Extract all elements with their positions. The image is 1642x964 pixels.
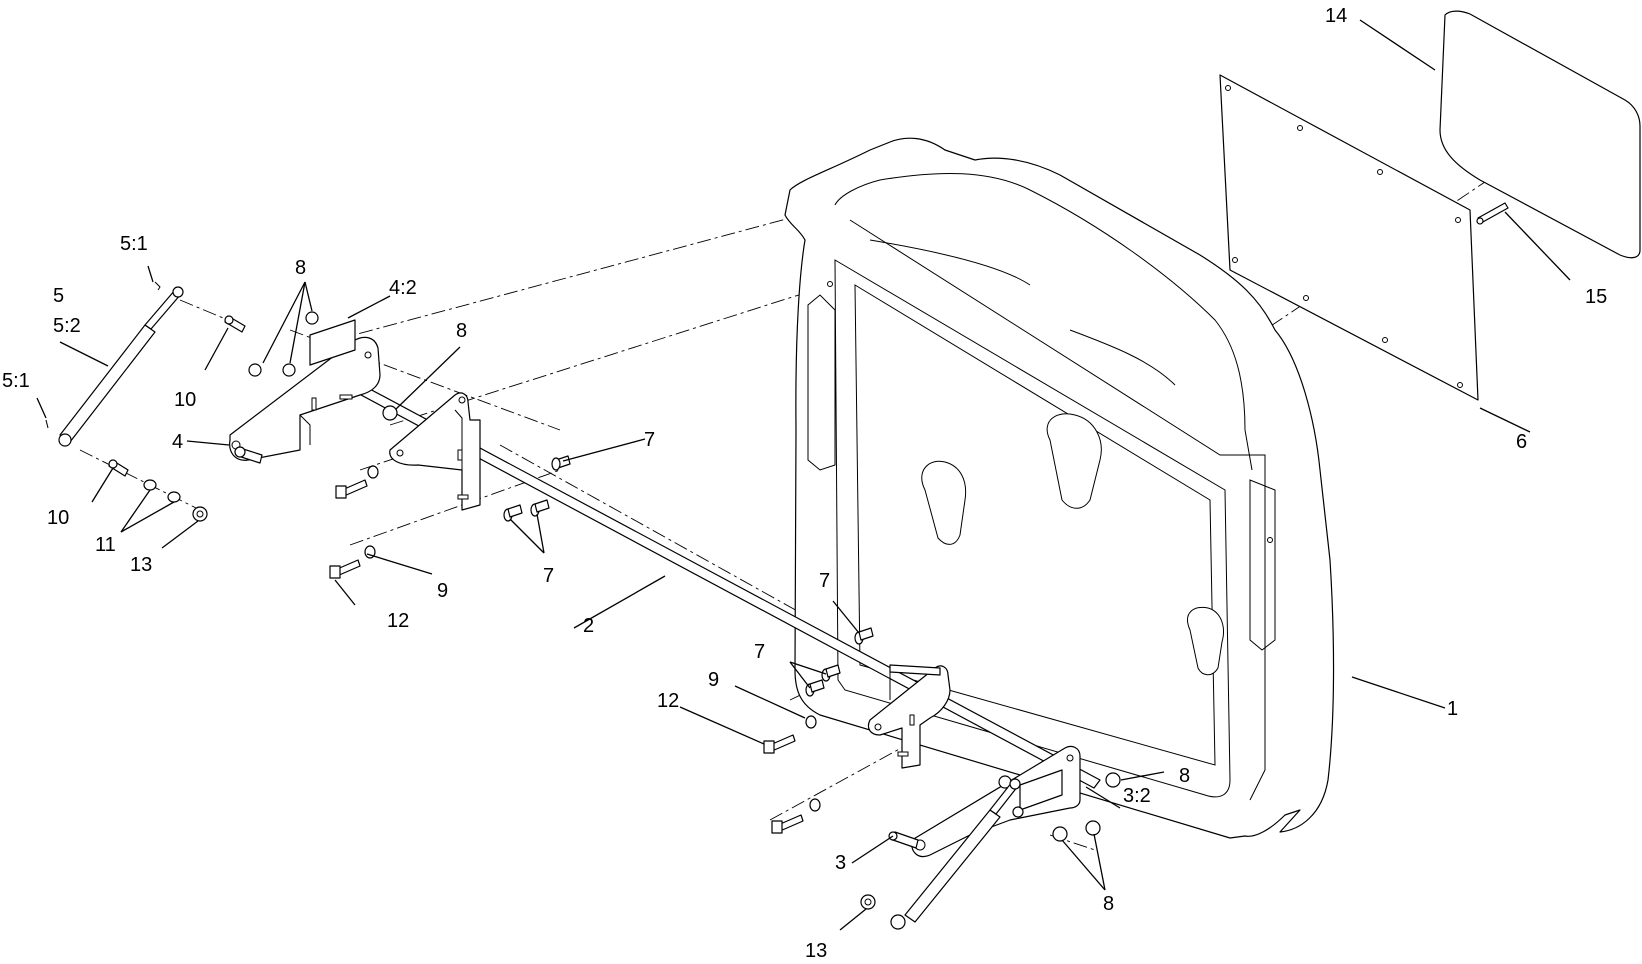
label-5-1-top: 5:1 xyxy=(120,233,148,255)
label-2: 2 xyxy=(583,615,594,637)
label-7-d: 7 xyxy=(754,641,765,663)
label-5: 5 xyxy=(53,285,64,307)
label-10-b: 10 xyxy=(47,507,69,529)
gas-spring-right xyxy=(890,778,1021,930)
left-mount-plate xyxy=(389,392,481,511)
callout-labels: 1 2 3 3:2 4 4:2 5 5:1 5:2 5:1 6 7 7 7 7 … xyxy=(2,5,1607,962)
label-8-a: 8 xyxy=(295,257,306,279)
label-15: 15 xyxy=(1585,286,1607,308)
hardware-fasteners xyxy=(108,311,1121,910)
label-3-2: 3:2 xyxy=(1123,785,1151,807)
pin-part-15 xyxy=(1476,202,1509,225)
label-4: 4 xyxy=(172,431,183,453)
right-mount-plate xyxy=(867,664,951,769)
gas-spring-left-part-5 xyxy=(45,281,184,447)
label-8-c: 8 xyxy=(1179,765,1190,787)
label-9-b: 9 xyxy=(708,669,719,691)
label-13-b: 13 xyxy=(805,940,827,962)
label-3: 3 xyxy=(835,852,846,874)
label-7-c: 7 xyxy=(819,570,830,592)
decal-part-4-2 xyxy=(309,319,356,366)
label-7-a: 7 xyxy=(644,429,655,451)
label-12-a: 12 xyxy=(387,610,409,632)
label-12-b: 12 xyxy=(657,690,679,712)
label-9-a: 9 xyxy=(437,580,448,602)
label-8-d: 8 xyxy=(1103,893,1114,915)
label-13-a: 13 xyxy=(130,554,152,576)
panel-part-14 xyxy=(1439,10,1641,259)
label-6: 6 xyxy=(1516,431,1527,453)
label-7-b: 7 xyxy=(543,565,554,587)
leader-lines xyxy=(36,19,1571,931)
label-4-2: 4:2 xyxy=(389,277,417,299)
label-14: 14 xyxy=(1325,5,1347,27)
plate-part-6 xyxy=(1219,74,1479,401)
left-bracket-part-4 xyxy=(229,336,381,464)
right-bracket-part-3 xyxy=(888,745,1081,858)
label-10-a: 10 xyxy=(174,389,196,411)
label-5-2: 5:2 xyxy=(53,315,81,337)
label-5-1-left: 5:1 xyxy=(2,370,30,392)
label-8-b: 8 xyxy=(456,320,467,342)
label-1: 1 xyxy=(1447,698,1458,720)
label-11: 11 xyxy=(95,534,116,556)
